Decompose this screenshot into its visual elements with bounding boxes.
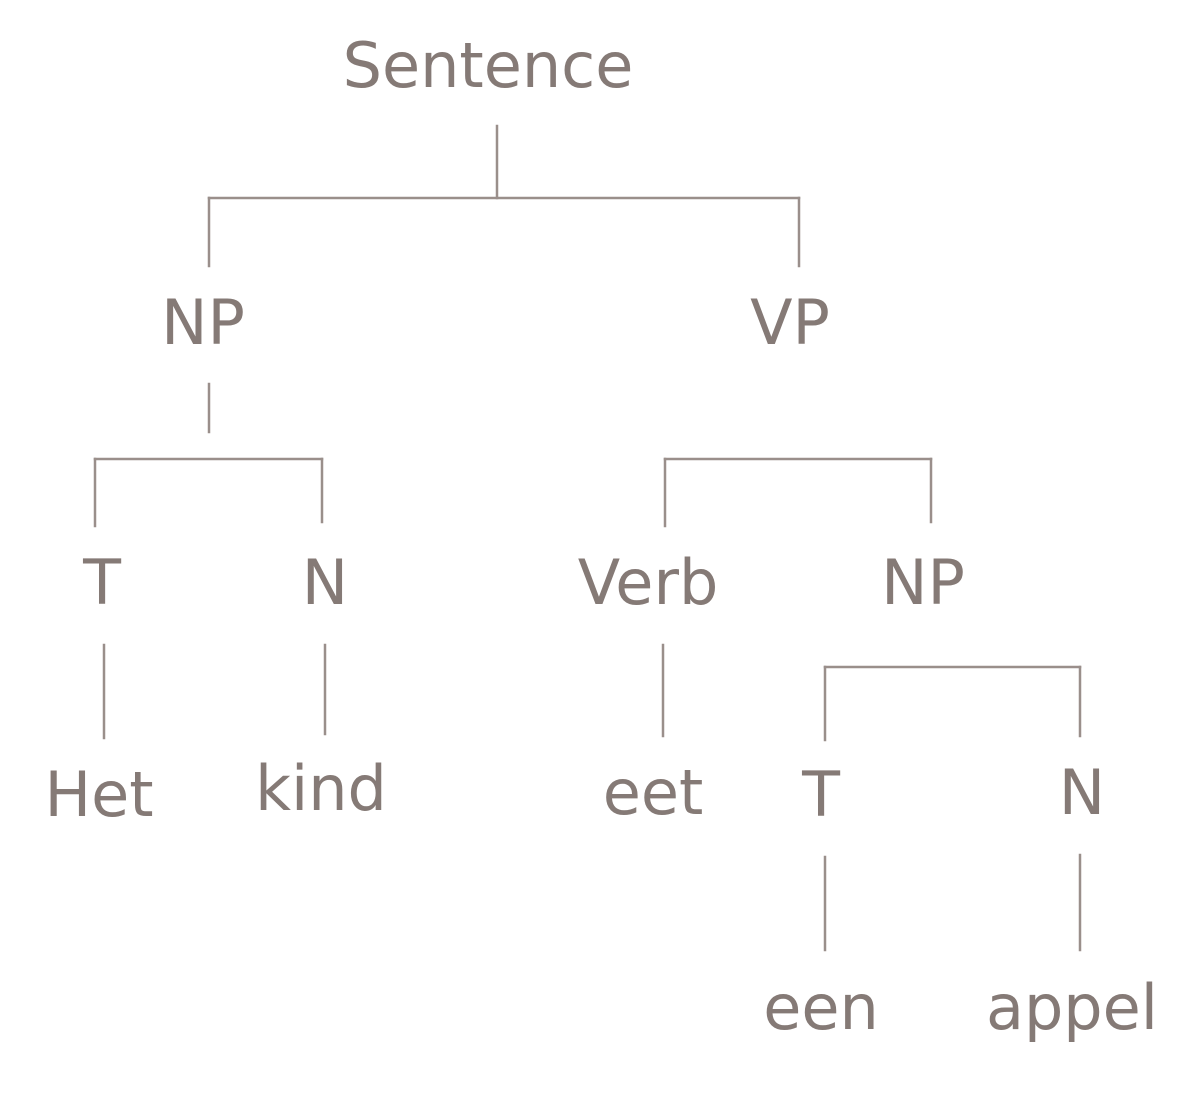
node-np-object: NP [881,546,965,619]
node-n-object: N [1059,756,1105,829]
node-t-object: T [801,758,841,831]
word-appel: appel [986,971,1158,1044]
tree-nodes: Sentence NP VP T N Verb NP T N [82,29,1105,831]
word-kind: kind [255,752,387,825]
node-n-subject: N [302,546,348,619]
node-sentence: Sentence [343,29,634,102]
node-t-subject: T [82,546,122,619]
word-eet: eet [603,756,704,829]
word-het: Het [44,758,153,831]
word-een: een [763,971,879,1044]
node-verb: Verb [578,546,719,619]
node-np-subject: NP [161,286,245,359]
tree-words: Het kind eet een appel [44,752,1158,1044]
tree-connectors [93,124,1082,952]
node-vp: VP [750,286,830,359]
